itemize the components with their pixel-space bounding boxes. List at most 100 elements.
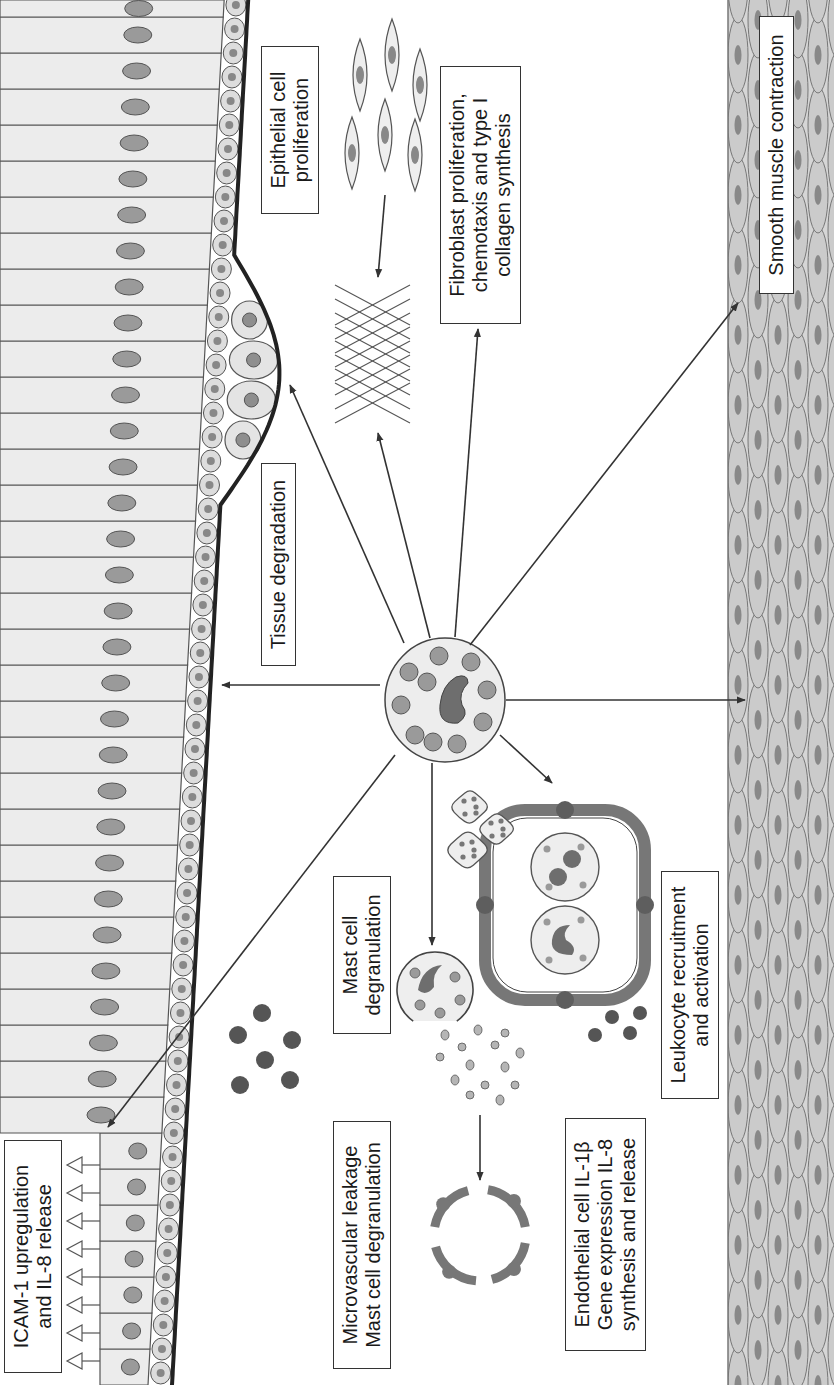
cell-nucleus [735,535,742,555]
receptor-stem [82,1164,100,1165]
basal-cell [176,906,196,928]
basal-cell [210,282,230,304]
cell-nucleus [123,1323,141,1339]
epithelial-cell [100,1241,156,1277]
epithelial-cell [0,1061,166,1097]
cell-nucleus [775,1095,782,1115]
cell-nucleus [775,1165,782,1185]
epithelial-cell [0,665,188,701]
basal-cell [209,306,229,328]
cell-nucleus [735,745,742,765]
epithelial-cell [0,557,194,593]
muscle-cell [728,717,748,793]
cell-nucleus [795,850,802,870]
leukocyte [531,833,599,901]
cell-nucleus [165,1225,173,1233]
cell-nucleus [220,217,228,225]
epithelial-cell [0,269,209,305]
cell-nucleus [418,965,442,993]
arrow-line [506,699,745,701]
epithelial-cell [0,1025,168,1061]
cell-nucleus [755,780,762,800]
cell-nucleus [124,1287,142,1303]
cell-nucleus [206,481,214,489]
cell-nucleus [112,387,140,403]
cell-nucleus [121,1359,139,1375]
muscle-cell [788,542,808,618]
cell-nucleus [200,577,208,585]
cell-nucleus [735,675,742,695]
cell-nucleus [795,1060,802,1080]
granule [418,673,436,691]
cell-nucleus [735,325,742,345]
basal-cell [160,1194,180,1216]
cell-nucleus [198,625,206,633]
muscle-cell [828,962,834,1038]
cell-nucleus [775,675,782,695]
fibroblast [385,19,399,91]
cell-nucleus [815,885,822,905]
cell-nucleus [755,1060,762,1080]
cell-nucleus [795,360,802,380]
muscle-cell [808,647,828,723]
muscle-cell [728,857,748,933]
receptor-triangle [67,1325,82,1341]
cell-nucleus [125,1,153,17]
muscle-cell [808,577,828,653]
muscle-cell [808,857,828,933]
endothelial-nucleus [556,801,574,819]
cell-nucleus [735,1235,742,1255]
basal-cell [206,354,226,376]
box-label: Smooth muscle contraction [765,25,788,285]
cell-nucleus [229,49,237,57]
cell-nucleus [735,1025,742,1045]
arrow-line [222,684,380,686]
basal-cell [180,834,200,856]
epithelial-cell [0,233,211,269]
released-granule [466,1060,474,1070]
cell-nucleus [225,121,233,129]
basal-cell [222,66,242,88]
basal-cell [223,42,243,64]
muscle-cell [788,752,808,828]
cell-nucleus [755,710,762,730]
released-granule [501,1029,509,1037]
granule [498,818,503,823]
cell-nucleus [115,279,143,295]
cell-nucleus [116,243,144,259]
granule [448,735,466,753]
fibroblast [345,117,359,189]
epithelial-cell [0,845,178,881]
basal-cell [201,450,221,472]
arrow-line [108,755,395,1127]
basal-cell [189,666,209,688]
smooth-muscle [728,0,834,1385]
receptor-triangle [67,1241,82,1257]
cell-nucleus [162,1273,170,1281]
cell-nucleus [96,855,124,871]
endothelial-nucleus [507,1194,521,1208]
cell-nucleus [195,673,203,681]
muscle-cell [768,437,788,513]
granule [488,820,493,825]
box-label: Endothelial cell IL-1β Gene expression I… [571,1127,640,1342]
cell-nucleus [100,711,128,727]
cell-nucleus [163,1249,171,1257]
cell-nucleus [190,769,198,777]
cell-nucleus [735,605,742,625]
cell-nucleus [208,433,216,441]
granule [471,847,476,852]
cell-nucleus [212,361,220,369]
cell-nucleus [815,745,822,765]
granule [473,804,478,809]
cell-nucleus [735,395,742,415]
released-granule [458,1043,466,1051]
muscle-cell [808,717,828,793]
muscle-cell [808,367,828,443]
granule [474,713,492,731]
muscle-cell [748,822,768,898]
cell-nucleus [194,697,202,705]
endothelial-nucleus [636,896,654,914]
muscle-cell [828,1032,834,1108]
